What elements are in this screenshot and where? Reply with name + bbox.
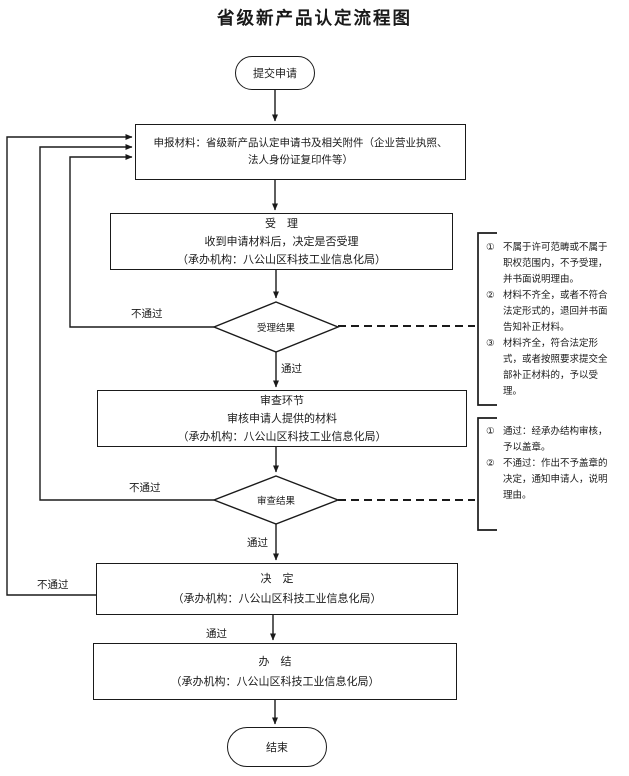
accept-box: 受 理 收到申请材料后，决定是否受理 （承办机构：八公山区科技工业信息化局） [110, 213, 453, 270]
decision-box: 决 定 （承办机构：八公山区科技工业信息化局） [96, 563, 458, 615]
edge-label-pass-decision: 通过 [205, 626, 228, 641]
accept-box-agency: （承办机构：八公山区科技工业信息化局） [177, 253, 386, 266]
note-number: ② [486, 458, 495, 469]
review-box-desc: 审核申请人提供的材料 [227, 412, 337, 425]
end-node: 结束 [227, 727, 327, 767]
note-item: ① 不属于许可范畴或不属于职权范围内，不予受理，并书面说明理由。 [486, 240, 608, 288]
start-node: 提交申请 [235, 56, 315, 90]
edge-label-pass-review: 通过 [246, 535, 269, 550]
end-node-label: 结束 [266, 742, 288, 754]
review-notes-list: ① 通过：经承办结构审核，予以盖章。 ② 不通过：作出不予盖章的决定，通知申请人… [486, 424, 608, 504]
decision-box-agency: （承办机构：八公山区科技工业信息化局） [172, 593, 382, 605]
note-text: 材料不齐全，或者不符合法定形式的，退回并书面告知补正材料。 [503, 290, 608, 333]
review-result-diamond: 审查结果 [256, 496, 295, 507]
accept-box-title: 受 理 [265, 217, 298, 230]
note-item: ② 不通过：作出不予盖章的决定，通知申请人，说明理由。 [486, 456, 608, 504]
start-node-label: 提交申请 [253, 68, 297, 80]
accept-result-diamond: 受理结果 [256, 323, 295, 334]
note-number: ① [486, 242, 495, 253]
edge-label-fail-review: 不通过 [128, 480, 162, 495]
note-number: ② [486, 290, 495, 301]
complete-box-title: 办 结 [258, 655, 292, 668]
review-box-agency: （承办机构：八公山区科技工业信息化局） [177, 430, 387, 443]
edge-label-pass-accept: 通过 [280, 361, 303, 376]
materials-box-text: 申报材料：省级新产品认定申请书及相关附件（企业营业执照、法人身份证复印件等） [153, 137, 448, 166]
materials-box: 申报材料：省级新产品认定申请书及相关附件（企业营业执照、法人身份证复印件等） [135, 124, 466, 180]
note-item: ③ 材料齐全，符合法定形式，或者按照要求提交全部补正材料的，予以受理。 [486, 336, 608, 400]
page-title: 省级新产品认定流程图 [217, 8, 412, 28]
note-item: ② 材料不齐全，或者不符合法定形式的，退回并书面告知补正材料。 [486, 288, 608, 336]
decision-box-title: 决 定 [260, 573, 294, 585]
accept-notes-list: ① 不属于许可范畴或不属于职权范围内，不予受理，并书面说明理由。 ② 材料不齐全… [486, 240, 608, 400]
review-box-title: 审查环节 [260, 394, 304, 407]
note-item: ① 通过：经承办结构审核，予以盖章。 [486, 424, 608, 456]
edge-label-fail-accept: 不通过 [130, 306, 164, 321]
note-text: 通过：经承办结构审核，予以盖章。 [503, 426, 608, 453]
note-text: 材料齐全，符合法定形式，或者按照要求提交全部补正材料的，予以受理。 [503, 338, 608, 397]
note-number: ③ [486, 338, 495, 349]
note-text: 不属于许可范畴或不属于职权范围内，不予受理，并书面说明理由。 [503, 242, 608, 285]
accept-box-desc: 收到申请材料后，决定是否受理 [204, 235, 359, 248]
complete-box: 办 结 （承办机构：八公山区科技工业信息化局） [93, 643, 457, 700]
complete-box-agency: （承办机构：八公山区科技工业信息化局） [170, 675, 380, 688]
note-number: ① [486, 426, 495, 437]
edge-label-fail-decision: 不通过 [36, 577, 70, 592]
review-box: 审查环节 审核申请人提供的材料 （承办机构：八公山区科技工业信息化局） [97, 390, 467, 447]
note-text: 不通过：作出不予盖章的决定，通知申请人，说明理由。 [503, 458, 608, 501]
